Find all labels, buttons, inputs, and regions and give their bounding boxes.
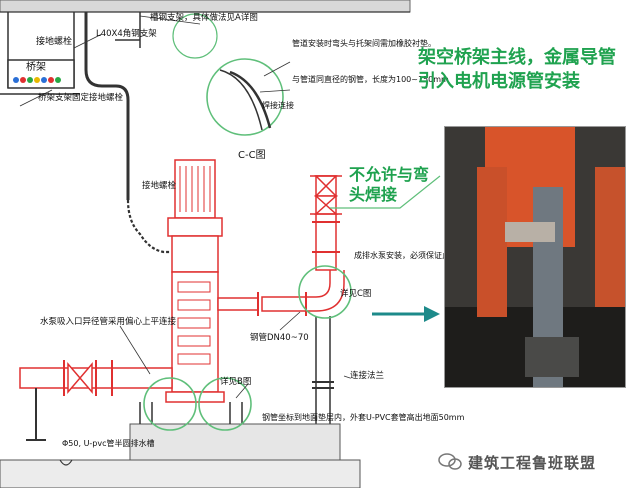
label-detail-b: 详见B图 bbox=[220, 376, 251, 387]
brand-name: 建筑工程鲁班联盟 bbox=[468, 453, 597, 472]
warning-text: 不允许与弯头焊接 bbox=[349, 165, 430, 204]
label-flange: 连接法兰 bbox=[350, 370, 384, 381]
label-steel-pipe-dn: 钢管DN40~70 bbox=[250, 332, 309, 343]
label-tray-support: 桥架支架固定接地螺栓 bbox=[38, 92, 124, 103]
pump-motor bbox=[174, 159, 216, 219]
label-ground-bolt-2: 接地螺栓 bbox=[142, 180, 177, 191]
detail-circle-cc bbox=[206, 58, 284, 136]
photo-illustration bbox=[445, 127, 625, 387]
label-steel-pipe-note: 与管道同直径的钢管，长度为100~150mm bbox=[292, 74, 449, 84]
label-ground-bolt: 接地螺栓 bbox=[36, 35, 72, 47]
label-cc-view: C-C图 bbox=[238, 149, 266, 161]
label-weld-pipe: 焊接连接 bbox=[262, 100, 294, 110]
concrete-base bbox=[129, 423, 341, 465]
label-conduit-note: 钢管坐标到地面垫层内，外套U-PVC套管高出地面50mm bbox=[262, 412, 465, 422]
label-rubber-pad: 管道安装时弯头与托架间需加橡胶衬垫。 bbox=[292, 38, 436, 48]
detail-circle-c bbox=[298, 265, 352, 319]
cable-tray bbox=[7, 59, 75, 89]
label-detail-c: 详见C图 bbox=[340, 288, 371, 299]
label-angle-steel: L40X4角钢支架 bbox=[96, 28, 157, 39]
pump-body bbox=[171, 271, 219, 393]
label-tray: 桥架 bbox=[26, 61, 46, 73]
label-inlet-note: 水泵吸入口异径管采用偏心上平连接 bbox=[40, 316, 177, 327]
installation-photo bbox=[444, 126, 626, 388]
ceiling-slab bbox=[0, 0, 411, 13]
ground-floor bbox=[0, 459, 361, 488]
brand-logo-icon bbox=[438, 453, 462, 470]
brand-footer: 建筑工程鲁班联盟 bbox=[438, 448, 638, 476]
label-drain: Φ50, U-pvc管半圆排水槽 bbox=[62, 438, 155, 448]
detail-circle-b2 bbox=[198, 377, 252, 431]
page-title: 架空桥架主线，金属导管引入电机电源管安装 bbox=[418, 47, 616, 92]
label-groove-support: 槽钢支架，具体做法见A详图 bbox=[150, 12, 258, 23]
detail-circle-b1 bbox=[143, 377, 197, 431]
